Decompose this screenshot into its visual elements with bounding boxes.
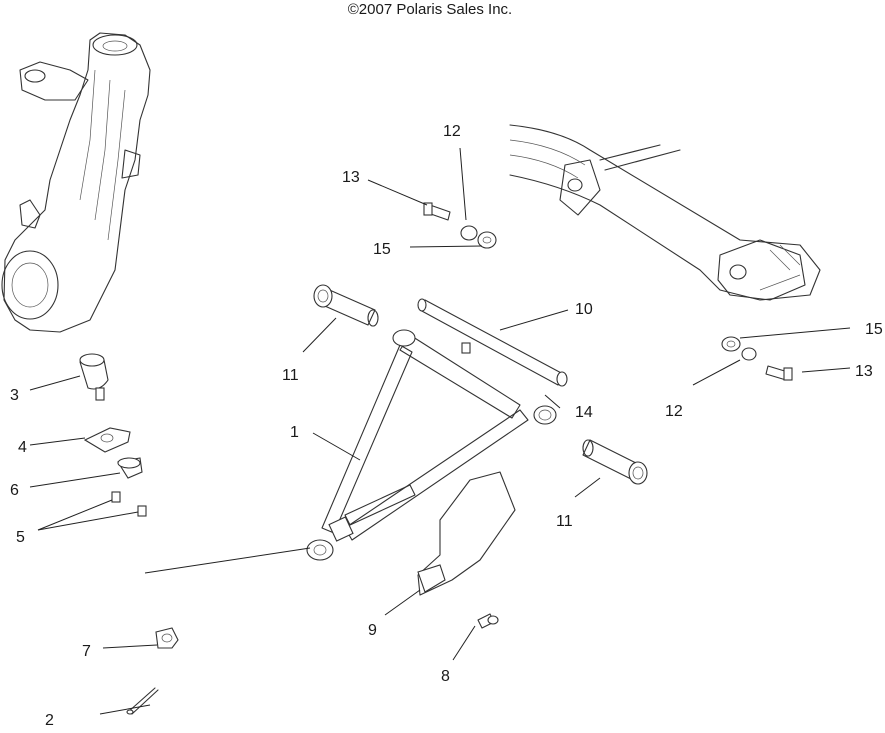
callout-6: 6 — [10, 482, 19, 499]
screws — [111, 491, 147, 517]
bushing-left — [313, 284, 379, 327]
washers-right — [721, 336, 757, 361]
callout-15-right: 15 — [865, 321, 883, 338]
a-arm-guard — [417, 471, 516, 596]
steering-knuckle — [1, 32, 151, 333]
grease-fitting — [461, 342, 471, 354]
callout-9: 9 — [368, 622, 377, 639]
nut — [155, 627, 179, 649]
callout-labels: 1 2 3 4 6 5 7 8 9 10 11 11 12 12 13 13 1… — [10, 123, 883, 729]
bolt-lower — [477, 613, 499, 629]
callout-11-left: 11 — [282, 367, 299, 384]
callout-13-right: 13 — [855, 363, 873, 380]
ball-joint-plate — [83, 427, 131, 453]
callout-7: 7 — [82, 643, 91, 660]
ball-joint — [79, 353, 109, 401]
callout-10: 10 — [575, 301, 593, 318]
bolt-upper — [423, 202, 451, 221]
callout-3: 3 — [10, 387, 19, 404]
callout-12-upper: 12 — [443, 123, 461, 140]
frame-section — [509, 124, 821, 301]
bolt-right — [765, 365, 793, 381]
washers-upper — [460, 225, 497, 249]
boot — [117, 457, 143, 479]
callout-13-upper: 13 — [342, 169, 360, 186]
pivot-tube — [417, 298, 568, 387]
callout-4: 4 — [18, 439, 27, 456]
cotter-pin — [126, 687, 159, 715]
copyright-text: ©2007 Polaris Sales Inc. — [348, 1, 512, 18]
callout-5: 5 — [16, 529, 25, 546]
bushing-right — [582, 439, 648, 485]
callout-14: 14 — [575, 404, 593, 421]
callout-15-upper: 15 — [373, 241, 391, 258]
a-arm — [306, 329, 557, 561]
callout-2: 2 — [45, 712, 54, 728]
callout-1: 1 — [290, 424, 299, 441]
callout-8: 8 — [441, 668, 450, 685]
callout-11-right: 11 — [556, 513, 573, 530]
callout-12-right: 12 — [665, 403, 683, 420]
leader-lines — [29, 147, 851, 715]
